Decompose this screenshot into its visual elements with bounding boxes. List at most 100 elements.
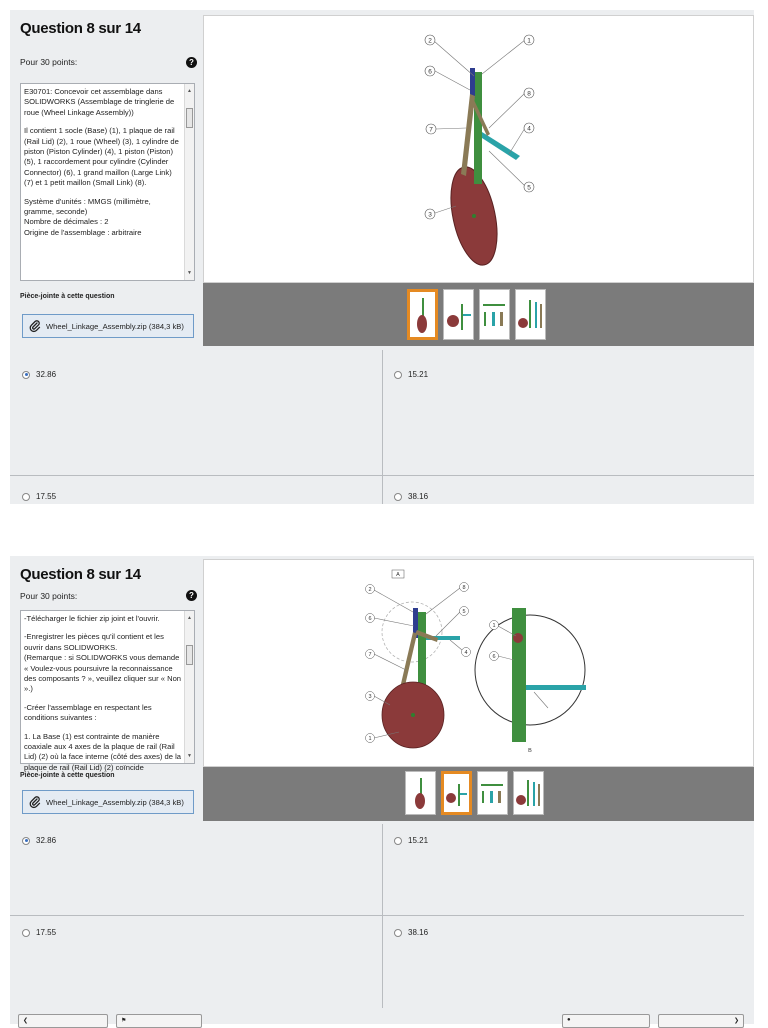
answer-option[interactable]: 32.86	[10, 826, 382, 855]
callout-label: A	[396, 572, 400, 578]
assembly-image: A 2 6 7 3 1 8 5 4 1 6 B	[203, 559, 754, 767]
flag-icon: ⚑	[121, 1018, 127, 1024]
callout-label: 6	[492, 654, 495, 660]
radio[interactable]	[22, 928, 30, 937]
info-icon: ●	[567, 1017, 571, 1023]
thumbnail-1[interactable]	[405, 771, 436, 815]
question-description[interactable]: -Télécharger le fichier zip joint et l'o…	[20, 610, 195, 772]
answer-value: 32.86	[36, 836, 57, 845]
image-viewer-1: 2 1 6 8 7 4 5 3	[203, 15, 754, 346]
answer-option[interactable]: 15.21	[382, 826, 754, 855]
answer-value: 15.21	[408, 836, 429, 845]
question-description[interactable]: E30701: Concevoir cet assemblage dans SO…	[20, 83, 195, 281]
answer-value: 17.55	[36, 492, 57, 501]
callout-label: 7	[429, 127, 433, 134]
question-title: Question 8 sur 14	[20, 20, 141, 37]
radio[interactable]	[394, 370, 402, 379]
answer-option[interactable]: 38.16	[382, 482, 754, 511]
answer-value: 32.86	[36, 370, 57, 379]
callout-label: 3	[428, 212, 432, 219]
callout-label: 1	[527, 38, 531, 45]
radio[interactable]	[22, 492, 30, 501]
question-info-1: Question 8 sur 14 Pour 30 points: ? E307…	[10, 10, 203, 346]
description-scrollbar[interactable]: ▲ ▼	[184, 84, 194, 280]
info-button[interactable]: ●	[562, 1014, 650, 1028]
attachment-filename: Wheel_Linkage_Assembly.zip (384,3 kB)	[46, 321, 184, 331]
question-panel-1: Question 8 sur 14 Pour 30 points: ? E307…	[10, 10, 754, 504]
attachment-label: Pièce-jointe à cette question	[20, 293, 115, 300]
answer-value: 38.16	[408, 492, 429, 501]
description-scrollbar[interactable]: ▲ ▼	[184, 611, 194, 763]
thumbnail-strip	[203, 283, 754, 346]
thumbnail-strip	[203, 767, 754, 821]
scroll-down-icon[interactable]: ▼	[187, 269, 192, 276]
bottom-navigation-bar: ❮ ⚑ ● ❯	[10, 1014, 754, 1028]
scroll-down-icon[interactable]: ▼	[187, 752, 192, 759]
scroll-up-icon[interactable]: ▲	[187, 88, 192, 94]
description-line: (Remarque : si SOLIDWORKS vous demande «…	[24, 653, 182, 694]
wheel-linkage-assembly-drawing: 2 1 6 8 7 4 5 3	[424, 34, 535, 266]
callout-label: 1	[368, 736, 371, 742]
answer-value: 15.21	[408, 370, 429, 379]
paperclip-icon	[29, 320, 41, 333]
answer-value: 38.16	[408, 928, 429, 937]
answer-option[interactable]: 17.55	[10, 482, 382, 511]
description-line: Origine de l'assemblage : arbitraire	[24, 227, 142, 237]
description-line: Système d'unités : MMGS (millimètre, gra…	[24, 196, 151, 217]
radio[interactable]	[394, 836, 402, 845]
callout-label: 6	[368, 616, 371, 622]
description-line: Nombre de décimales : 2	[24, 217, 109, 227]
callout-label: 1	[492, 623, 495, 629]
divider	[10, 475, 754, 476]
callout-label: 5	[527, 185, 531, 192]
attachment-filename: Wheel_Linkage_Assembly.zip (384,3 kB)	[46, 797, 184, 807]
scroll-thumb[interactable]	[186, 645, 193, 665]
callout-label: 6	[428, 69, 432, 76]
chevron-right-icon: ❯	[733, 1018, 739, 1024]
divider	[382, 350, 383, 504]
points-label: Pour 30 points:	[20, 57, 78, 67]
radio-selected[interactable]	[22, 836, 30, 845]
description-line: -Créer l'assemblage en respectant les co…	[24, 702, 152, 723]
attachment-download-button[interactable]: Wheel_Linkage_Assembly.zip (384,3 kB)	[22, 790, 194, 814]
answer-option[interactable]: 17.55	[10, 918, 382, 947]
image-viewer-2: A 2 6 7 3 1 8 5 4 1 6 B	[203, 559, 754, 821]
previous-button[interactable]: ❮	[18, 1014, 108, 1028]
answer-option[interactable]: 15.21	[382, 360, 754, 389]
help-icon[interactable]: ?	[186, 57, 197, 68]
thumbnail-3[interactable]	[479, 289, 510, 340]
callout-label: B	[528, 748, 532, 754]
help-icon[interactable]: ?	[186, 590, 197, 601]
next-button[interactable]: ❯	[658, 1014, 744, 1028]
question-panel-2: Question 8 sur 14 Pour 30 points: ? -Tél…	[10, 556, 754, 1024]
radio-selected[interactable]	[22, 370, 30, 379]
assembly-image: 2 1 6 8 7 4 5 3	[203, 15, 754, 283]
description-line: E30701: Concevoir cet assemblage dans SO…	[24, 87, 175, 117]
thumbnail-4[interactable]	[515, 289, 546, 340]
description-line: 1. La Base (1) est contrainte de manière…	[24, 731, 182, 772]
thumbnail-4[interactable]	[513, 771, 544, 815]
thumbnail-2[interactable]	[443, 289, 474, 340]
thumbnail-2[interactable]	[441, 771, 472, 815]
scroll-up-icon[interactable]: ▲	[187, 615, 192, 621]
flag-button[interactable]: ⚑	[116, 1014, 202, 1028]
description-line: -Télécharger le fichier zip joint et l'o…	[24, 614, 160, 623]
paperclip-icon	[29, 796, 41, 809]
question-info-2: Question 8 sur 14 Pour 30 points: ? -Tél…	[10, 556, 203, 892]
attachment-label: Pièce-jointe à cette question	[20, 772, 115, 779]
scroll-thumb[interactable]	[186, 108, 193, 128]
callout-label: 8	[527, 91, 531, 98]
divider	[10, 915, 744, 916]
attachment-download-button[interactable]: Wheel_Linkage_Assembly.zip (384,3 kB)	[22, 314, 194, 338]
answer-option[interactable]: 32.86	[10, 360, 382, 389]
thumbnail-1[interactable]	[407, 289, 438, 340]
callout-label: 4	[464, 650, 467, 656]
radio[interactable]	[394, 928, 402, 937]
thumbnail-3[interactable]	[477, 771, 508, 815]
answer-option[interactable]: 38.16	[382, 918, 754, 947]
callout-label: 3	[368, 694, 371, 700]
radio[interactable]	[394, 492, 402, 501]
answer-value: 17.55	[36, 928, 57, 937]
callout-label: 7	[368, 652, 371, 658]
callout-label: 2	[368, 587, 371, 593]
